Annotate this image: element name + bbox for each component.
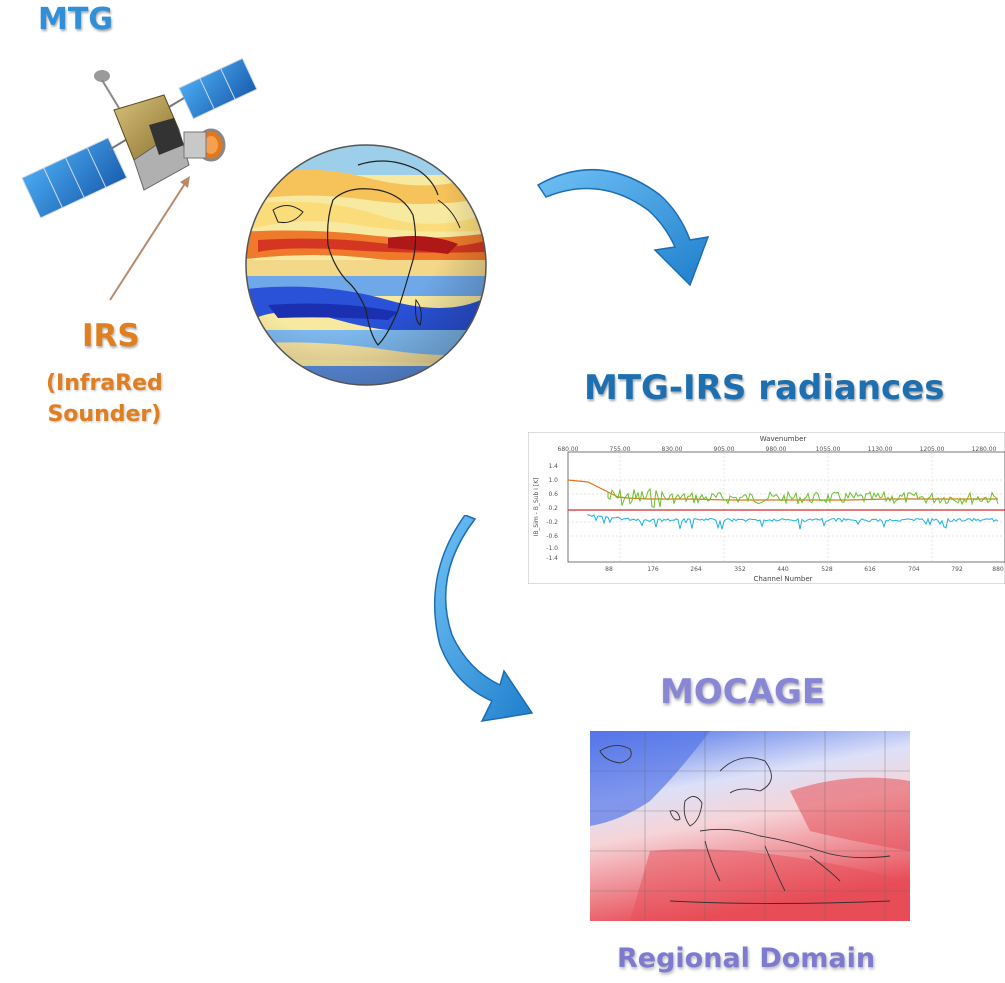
bottom-tick: 264	[690, 566, 702, 573]
orange-series	[567, 479, 998, 501]
top-tick: 1055.00	[816, 446, 841, 453]
y-tick: 1.4	[548, 463, 558, 470]
bottom-axis-title: Channel Number	[753, 575, 812, 583]
satellite-icon	[21, 57, 258, 219]
top-tick: 1280.00	[972, 446, 997, 453]
irs-subtitle-line2: Sounder)	[47, 402, 162, 427]
y-tick: -0.6	[546, 533, 558, 540]
y-tick: -1.0	[546, 545, 558, 552]
top-tick: 1130.00	[868, 446, 893, 453]
y-tick: 1.0	[548, 477, 558, 484]
bottom-tick: 352	[734, 566, 746, 573]
radiances-chart: Wavenumber 680.00 755.00 830.00 905.00 9…	[528, 432, 1005, 584]
top-tick: 680.00	[558, 446, 579, 453]
irs-pointer-arrow	[109, 176, 190, 301]
top-axis-title: Wavenumber	[760, 435, 807, 443]
bottom-ticks: 88 176 264 352 440 528 616 704 792 880	[605, 566, 1004, 573]
top-tick: 830.00	[662, 446, 683, 453]
bottom-tick: 528	[821, 566, 833, 573]
curved-arrow-icon	[434, 515, 534, 722]
radiances-title: MTG-IRS radiances	[584, 368, 945, 408]
y-ticks: 1.4 1.0 0.6 0.2 -0.2 -0.6 -1.0 -1.4	[546, 463, 558, 562]
green-series	[607, 487, 999, 509]
irs-subtitle: (InfraRed Sounder)	[46, 368, 163, 430]
top-tick: 980.00	[766, 446, 787, 453]
top-tick: 1205.00	[920, 446, 945, 453]
top-tick: 905.00	[714, 446, 735, 453]
y-tick: -0.2	[546, 519, 558, 526]
bottom-tick: 616	[864, 566, 876, 573]
cyan-series	[587, 514, 999, 530]
mtg-title: MTG	[38, 2, 113, 37]
top-tick: 755.00	[610, 446, 631, 453]
y-tick: 0.6	[548, 491, 558, 498]
irs-subtitle-line1: (InfraRed	[46, 371, 163, 396]
bottom-tick: 176	[647, 566, 659, 573]
regional-map-icon	[590, 731, 910, 921]
bottom-tick: 792	[951, 566, 963, 573]
curved-arrow-icon	[536, 168, 710, 287]
bottom-tick: 440	[777, 566, 789, 573]
bottom-tick: 880	[992, 566, 1004, 573]
y-tick: -1.4	[546, 555, 558, 562]
top-ticks: 680.00 755.00 830.00 905.00 980.00 1055.…	[558, 446, 997, 453]
y-axis-label: IB_Sim - B_Sub I [K]	[533, 478, 540, 537]
y-tick: 0.2	[548, 505, 558, 512]
bottom-tick: 704	[908, 566, 920, 573]
mocage-title: MOCAGE	[660, 672, 826, 712]
bottom-tick: 88	[605, 566, 613, 573]
irs-title: IRS	[82, 318, 140, 354]
globe-map-icon	[245, 144, 487, 386]
regional-domain-title: Regional Domain	[617, 943, 876, 974]
